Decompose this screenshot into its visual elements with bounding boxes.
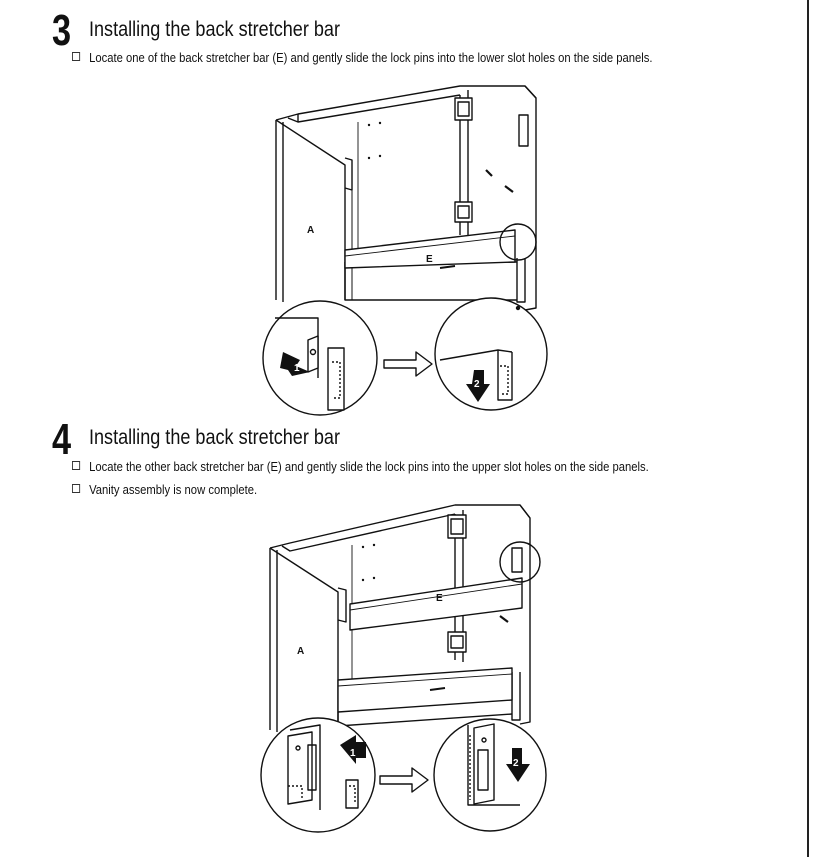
step-3-detail-circle-1: 1	[262, 300, 378, 416]
panel-label-a: A	[307, 225, 314, 236]
step-3-bullet-1: Locate one of the back stretcher bar (E)…	[72, 51, 653, 65]
checkbox-bullet-icon	[72, 461, 81, 470]
bar-label-e: E	[436, 593, 443, 604]
checkbox-bullet-icon	[72, 484, 81, 493]
step-4-bullet-2: Vanity assembly is now complete.	[72, 483, 257, 497]
step-3-transition-arrow	[383, 351, 433, 377]
step-3-number: 3	[52, 6, 72, 55]
panel-label-a: A	[297, 646, 304, 657]
arrow-2-label: 2	[513, 758, 519, 769]
step-4-bullet-1: Locate the other back stretcher bar (E) …	[72, 460, 649, 474]
step-4-title: Installing the back stretcher bar	[89, 426, 340, 449]
bar-label-e: E	[426, 254, 433, 265]
step-4-detail-circle-2: 2	[433, 718, 547, 832]
step-3-cabinet-diagram: A E	[275, 85, 537, 311]
step-4-cabinet-diagram: A E	[269, 504, 541, 732]
page-right-border	[807, 0, 809, 857]
arrow-1-label: 1	[350, 748, 356, 759]
step-4-number: 4	[52, 415, 72, 464]
arrow-2-label: 2	[474, 379, 480, 390]
step-4-transition-arrow	[379, 767, 429, 793]
step-4-detail-circle-1: 1	[260, 717, 376, 833]
step-3-title: Installing the back stretcher bar	[89, 18, 340, 41]
step-3-detail-circle-2: 2	[434, 297, 548, 411]
arrow-1-label: 1	[294, 363, 300, 374]
checkbox-bullet-icon	[72, 52, 81, 61]
